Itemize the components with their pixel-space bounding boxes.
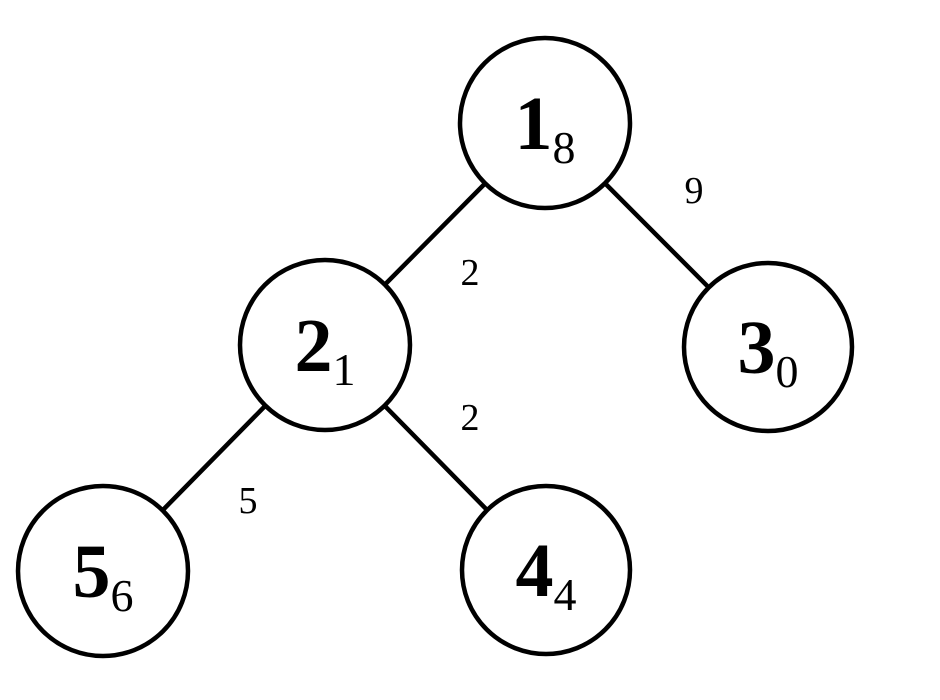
node-value-2: 2 [295, 304, 333, 388]
node-circle-1 [457, 35, 633, 211]
tree-node-4[interactable]: 44 [459, 483, 633, 657]
tree-node-3[interactable]: 30 [681, 260, 855, 434]
node-label-5: 56 [73, 530, 134, 621]
node-circle-3 [681, 260, 855, 434]
tree-edge-n1-n2 [382, 181, 488, 287]
edge-weight-label-n1-n2: 2 [461, 252, 480, 294]
node-subscript-5: 6 [111, 570, 134, 621]
node-circle-5 [15, 483, 191, 659]
node-label-4: 44 [516, 529, 577, 620]
tree-edge-n2-n5 [160, 403, 268, 513]
node-label-1: 18 [515, 82, 576, 173]
edges-layer [160, 180, 711, 513]
node-label-3: 30 [738, 306, 799, 397]
node-label-2: 21 [295, 304, 356, 395]
node-circle-2 [237, 257, 413, 433]
tree-node-5[interactable]: 56 [15, 483, 191, 659]
edge-labels-layer: 2 9 2 5 [239, 170, 704, 522]
tree-node-2[interactable]: 21 [237, 257, 413, 433]
node-value-4: 4 [516, 529, 554, 613]
tree-node-1[interactable]: 18 [457, 35, 633, 211]
edge-weight-label-n1-n3: 9 [685, 170, 704, 212]
tree-edge-n2-n4 [382, 403, 490, 513]
node-circle-4 [459, 483, 633, 657]
node-subscript-2: 1 [333, 344, 356, 395]
node-subscript-4: 4 [554, 569, 577, 620]
node-value-1: 1 [515, 82, 553, 166]
node-value-3: 3 [738, 306, 776, 390]
edge-weight-label-n2-n4: 2 [461, 397, 480, 439]
node-subscript-1: 8 [553, 122, 576, 173]
tree-edge-n1-n3 [602, 180, 711, 290]
node-subscript-3: 0 [776, 346, 799, 397]
node-value-5: 5 [73, 530, 111, 614]
edge-weight-label-n2-n5: 5 [239, 480, 258, 522]
